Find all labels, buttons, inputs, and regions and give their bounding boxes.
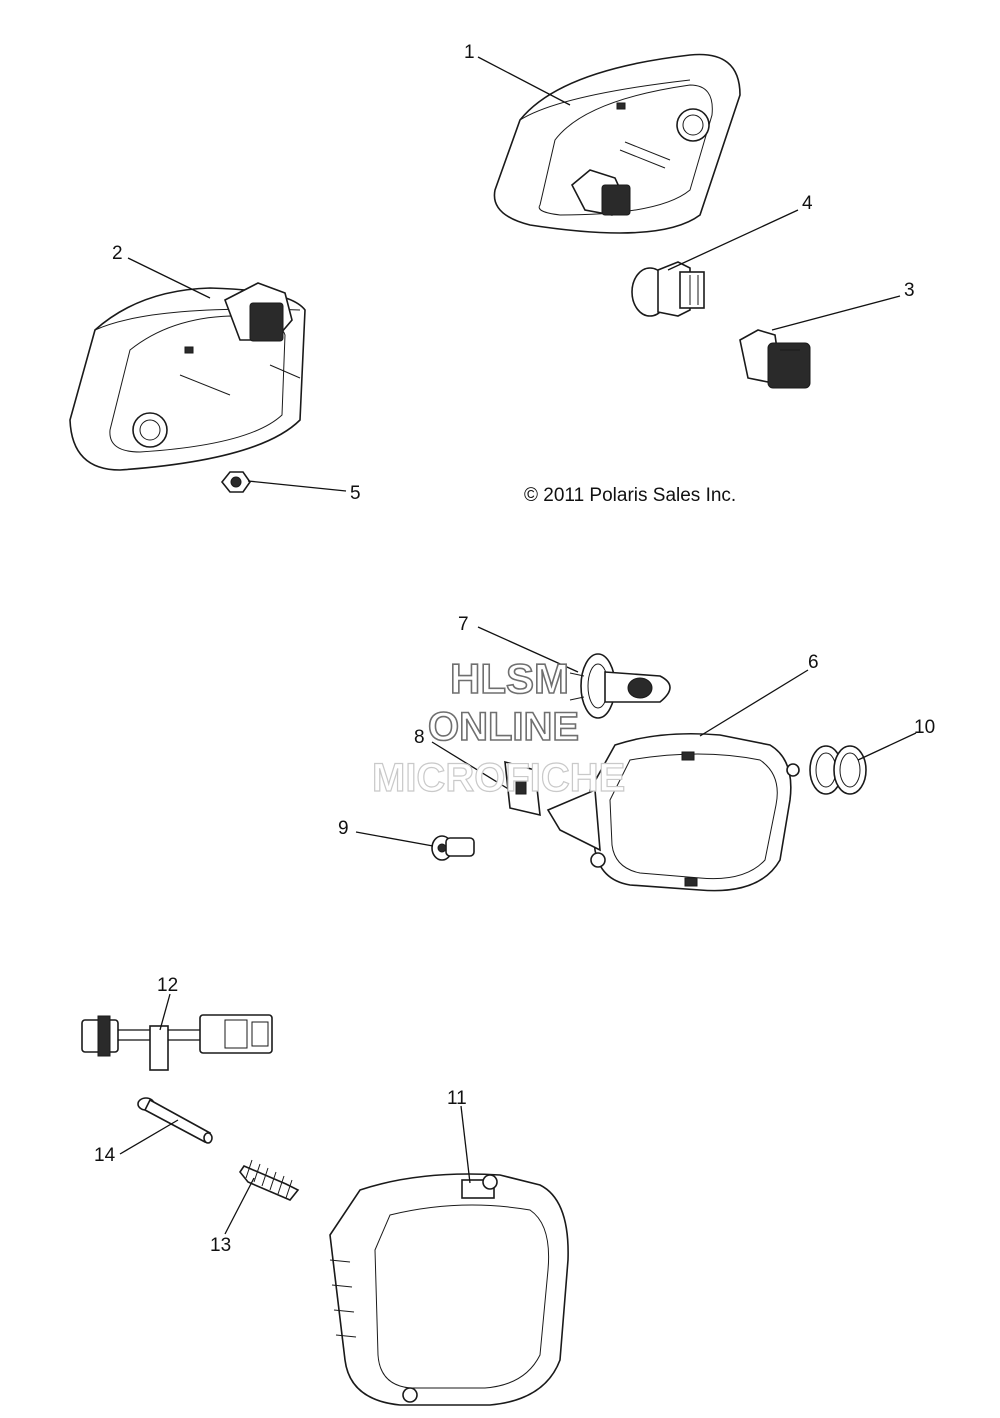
leader-2 xyxy=(127,257,211,299)
leader-11 xyxy=(460,1105,471,1184)
part-6-headlight-housing xyxy=(546,732,800,892)
leader-3 xyxy=(771,295,901,331)
callout-10: 10 xyxy=(914,717,935,738)
callout-11: 11 xyxy=(447,1088,467,1109)
copyright-text: © 2011 Polaris Sales Inc. xyxy=(524,485,736,506)
leader-12 xyxy=(159,993,171,1031)
part-13-spring xyxy=(239,1159,300,1201)
part-8-clip xyxy=(504,760,541,817)
leader-4 xyxy=(667,209,799,271)
part-1-tail-light xyxy=(493,53,741,234)
part-7-halogen-bulb xyxy=(569,653,671,719)
callout-5: 5 xyxy=(350,483,361,504)
leader-9 xyxy=(355,831,434,847)
leader-1 xyxy=(477,56,571,106)
callout-3: 3 xyxy=(904,280,915,301)
callout-4: 4 xyxy=(802,193,813,214)
watermark-line-1: HLSM xyxy=(450,655,569,702)
callout-8: 8 xyxy=(414,727,425,748)
watermark-line-2: ONLINE xyxy=(428,705,579,749)
callout-9: 9 xyxy=(338,818,349,839)
part-10-o-rings xyxy=(809,745,867,795)
watermark-line-3: MICROFICHE xyxy=(372,756,625,800)
leader-7 xyxy=(477,626,579,673)
leader-14 xyxy=(119,1119,179,1155)
callout-labels: 1 2 3 4 5 6 7 8 9 10 11 12 13 14 xyxy=(94,42,935,1256)
part-5-nut xyxy=(220,471,251,493)
leader-10 xyxy=(857,732,917,761)
watermark: HLSM ONLINE MICROFICHE xyxy=(371,654,626,800)
part-11-headlight xyxy=(329,1173,569,1406)
part-3-bulb-socket xyxy=(739,329,811,389)
callout-12: 12 xyxy=(157,975,178,996)
part-9-screw xyxy=(431,835,475,861)
callout-14: 14 xyxy=(94,1145,116,1166)
callout-2: 2 xyxy=(112,243,123,264)
leader-13 xyxy=(224,1177,255,1235)
leader-6 xyxy=(699,669,809,737)
part-12-connector xyxy=(81,1014,273,1071)
callout-13: 13 xyxy=(210,1235,231,1256)
callout-7: 7 xyxy=(458,614,469,635)
part-2-tail-light xyxy=(69,282,306,471)
leader-lines xyxy=(119,56,917,1235)
leader-8 xyxy=(431,741,511,791)
part-4-bulb xyxy=(631,261,705,317)
callout-1: 1 xyxy=(464,42,475,63)
callout-6: 6 xyxy=(808,652,819,673)
leader-5 xyxy=(247,480,347,492)
